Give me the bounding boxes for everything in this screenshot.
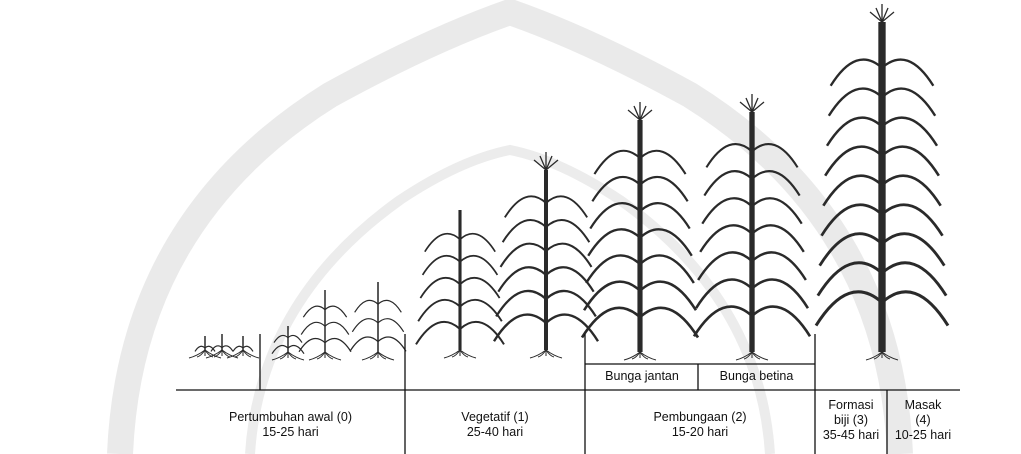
- stage-name-line1: Formasi: [815, 398, 887, 413]
- stage-name-line2: (4): [887, 413, 959, 428]
- stage-days: 25-40 hari: [405, 425, 585, 440]
- stage-maturity: Masak (4) 10-25 hari: [887, 398, 959, 443]
- stage-days: 15-25 hari: [176, 425, 405, 440]
- stage-name-line2: biji (3): [815, 413, 887, 428]
- stage-name-line1: Masak: [887, 398, 959, 413]
- substage-male-flower: Bunga jantan: [587, 369, 697, 384]
- stage-vegetative: Vegetatif (1) 25-40 hari: [405, 410, 585, 440]
- stage-days: 35-45 hari: [815, 428, 887, 443]
- stage-name: Pembungaan (2): [585, 410, 815, 425]
- stage-seed-formation: Formasi biji (3) 35-45 hari: [815, 398, 887, 443]
- stage-name: Vegetatif (1): [405, 410, 585, 425]
- stage-name: Pertumbuhan awal (0): [176, 410, 405, 425]
- substage-female-flower: Bunga betina: [700, 369, 813, 384]
- stage-early-growth: Pertumbuhan awal (0) 15-25 hari: [176, 410, 405, 440]
- stage-flowering: Pembungaan (2) 15-20 hari: [585, 410, 815, 440]
- stage-days: 10-25 hari: [887, 428, 959, 443]
- stage-days: 15-20 hari: [585, 425, 815, 440]
